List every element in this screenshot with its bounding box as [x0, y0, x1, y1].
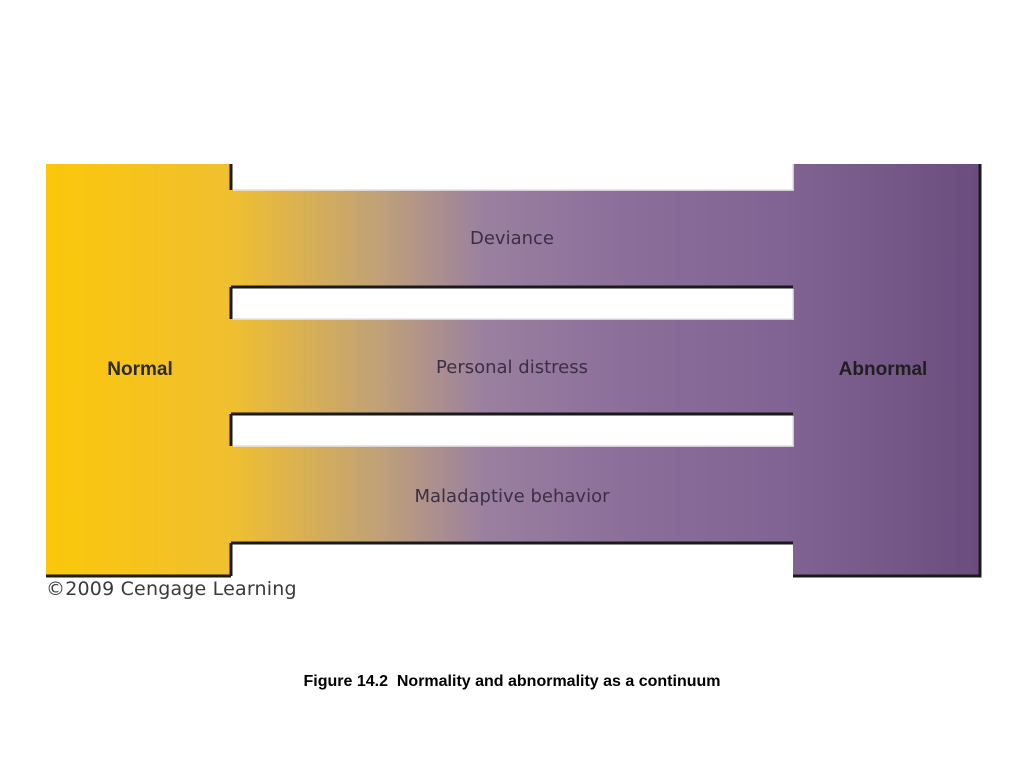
figure-caption: Figure 14.2 Normality and abnormality as…	[303, 673, 721, 690]
band-label-maladaptive-behavior: Maladaptive behavior	[415, 486, 611, 507]
normal-label: Normal	[107, 359, 172, 380]
band-label-deviance: Deviance	[470, 228, 554, 249]
band-label-personal-distress: Personal distress	[436, 357, 588, 378]
continuum-shape	[46, 164, 980, 576]
highlight-edges	[233, 164, 794, 447]
shadow-edges	[46, 164, 982, 578]
band-gap-1	[231, 287, 793, 319]
copyright-notice: ©2009 Cengage Learning	[46, 578, 297, 600]
abnormal-label: Abnormal	[839, 359, 928, 380]
band-gap-2	[231, 414, 793, 446]
